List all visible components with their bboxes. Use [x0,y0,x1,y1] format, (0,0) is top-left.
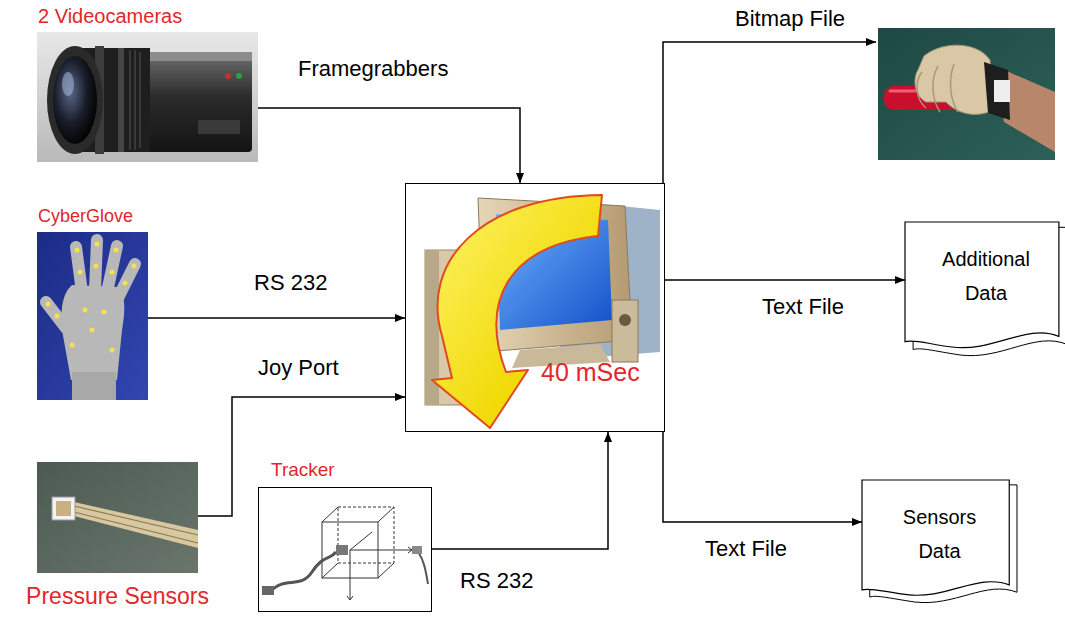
videocamera-illustration-part [236,73,242,79]
computer-illustration-part [432,195,602,428]
connector-label: RS 232 [254,270,327,296]
data-document: Sensors Data [862,480,1017,602]
document-title: Sensors Data [885,480,995,568]
connector-label: Text File [705,536,787,562]
document-sheet [862,480,1009,595]
cyberglove-illustration-part-part [110,348,115,353]
signal-arrow [665,279,905,281]
pressure-sensor-illustration [37,462,198,573]
tracker-illustration-part [262,586,274,595]
camera-photo: 2 Videocameras [37,32,258,162]
cyberglove-illustration-part-part [70,343,75,348]
computer-illustration [425,195,660,428]
connector-label: Text File [762,294,844,320]
pressure-sensor-illustration-part [37,462,198,573]
cyberglove-illustration-part-part [110,270,115,275]
videocamera-illustration [37,32,258,162]
videocamera-illustration-part [140,52,252,152]
pressure-sensor-illustration-part [56,501,71,516]
grasping-hand-photo-part [994,80,1010,102]
tracker-illustration-part [258,487,432,612]
device-heading: Pressure Sensors [26,583,209,609]
signal-arrow [258,108,520,183]
signal-arrow [148,317,405,319]
device-heading: CyberGlove [38,206,133,227]
cyberglove-illustration-part [61,285,124,380]
sensor-photo: Pressure Sensors [37,462,198,573]
connector-label: RS 232 [460,568,533,594]
pressure-sensor-illustration-part [74,502,198,548]
document-sheet [905,222,1059,348]
cyberglove-illustration-part-part [78,270,83,275]
grasping-hand-photo-part [917,64,958,112]
videocamera-illustration-part [140,52,252,61]
tracker-illustration-part [418,552,428,584]
document-title: Additional Data [931,222,1041,310]
grasping-hand-photo-part [984,62,1010,120]
cyberglove-illustration-part-part [107,246,117,292]
cyberglove-illustration-part [46,242,137,353]
pressure-sensor-illustration-part [52,497,75,520]
cyberglove-illustration-part-part [114,248,119,253]
computer-illustration-part [612,300,638,362]
output-label: Bitmap File [735,6,845,32]
tracker-illustration [258,487,432,612]
tracker-box: Tracker [258,487,432,612]
cyberglove-illustration-part-part [102,310,107,315]
videocamera-illustration-part [53,56,97,144]
bitmap-output-arrow [663,42,876,183]
cyberglove-illustration-part-part [75,248,80,253]
cyberglove-illustration-part [37,232,148,400]
data-document: Additional Data [905,222,1065,355]
cyberglove-illustration-part-part [46,302,51,307]
glove-photo: CyberGlove [37,232,148,400]
videocamera-illustration-part [47,46,103,154]
grasping-hand-photo-part [915,45,993,114]
device-heading: Tracker [271,459,335,481]
tracker-illustration-part [412,546,422,554]
videocamera-illustration-part [225,73,231,79]
computer-box: 40 mSec [405,183,665,432]
signal-arrow [432,432,608,549]
cyberglove-illustration-part-part [94,264,99,269]
cyberglove-illustration [37,232,148,400]
connector-label: Framegrabbers [298,56,448,82]
computer-illustration-part [619,314,631,326]
cyberglove-illustration-part-part [123,281,128,286]
signal-arrow [198,397,405,516]
cyberglove-illustration-part [72,372,116,400]
videocamera-illustration-part [62,72,74,96]
videocamera-illustration-part [130,50,140,150]
tracker-illustration-part [336,545,348,555]
tracker-illustration-part [270,552,336,592]
cyberglove-illustration-part-part [83,308,88,313]
cyberglove-illustration-part-part [132,264,137,269]
device-heading: 2 Videocameras [38,5,182,28]
cycle-time: 40 mSec [541,358,640,387]
tracker-illustration-part-part [322,507,394,578]
videocamera-illustration-part [37,32,258,162]
grasping-hand-photo [878,28,1055,160]
videocamera-illustration-part [118,48,124,152]
cyberglove-illustration-part-part [90,328,95,333]
cyberglove-illustration-part-part [55,314,60,319]
videocamera-illustration-part [198,120,240,134]
tracker-illustration-part-part [347,547,412,600]
grasping-hand-photo-part [878,28,1055,160]
connector-label: Joy Port [258,355,339,381]
signal-arrow [663,432,862,522]
pressure-sensor-illustration-part [74,506,198,543]
tracker-illustration-part-part [350,532,412,600]
cyberglove-illustration-part-part [95,242,100,247]
